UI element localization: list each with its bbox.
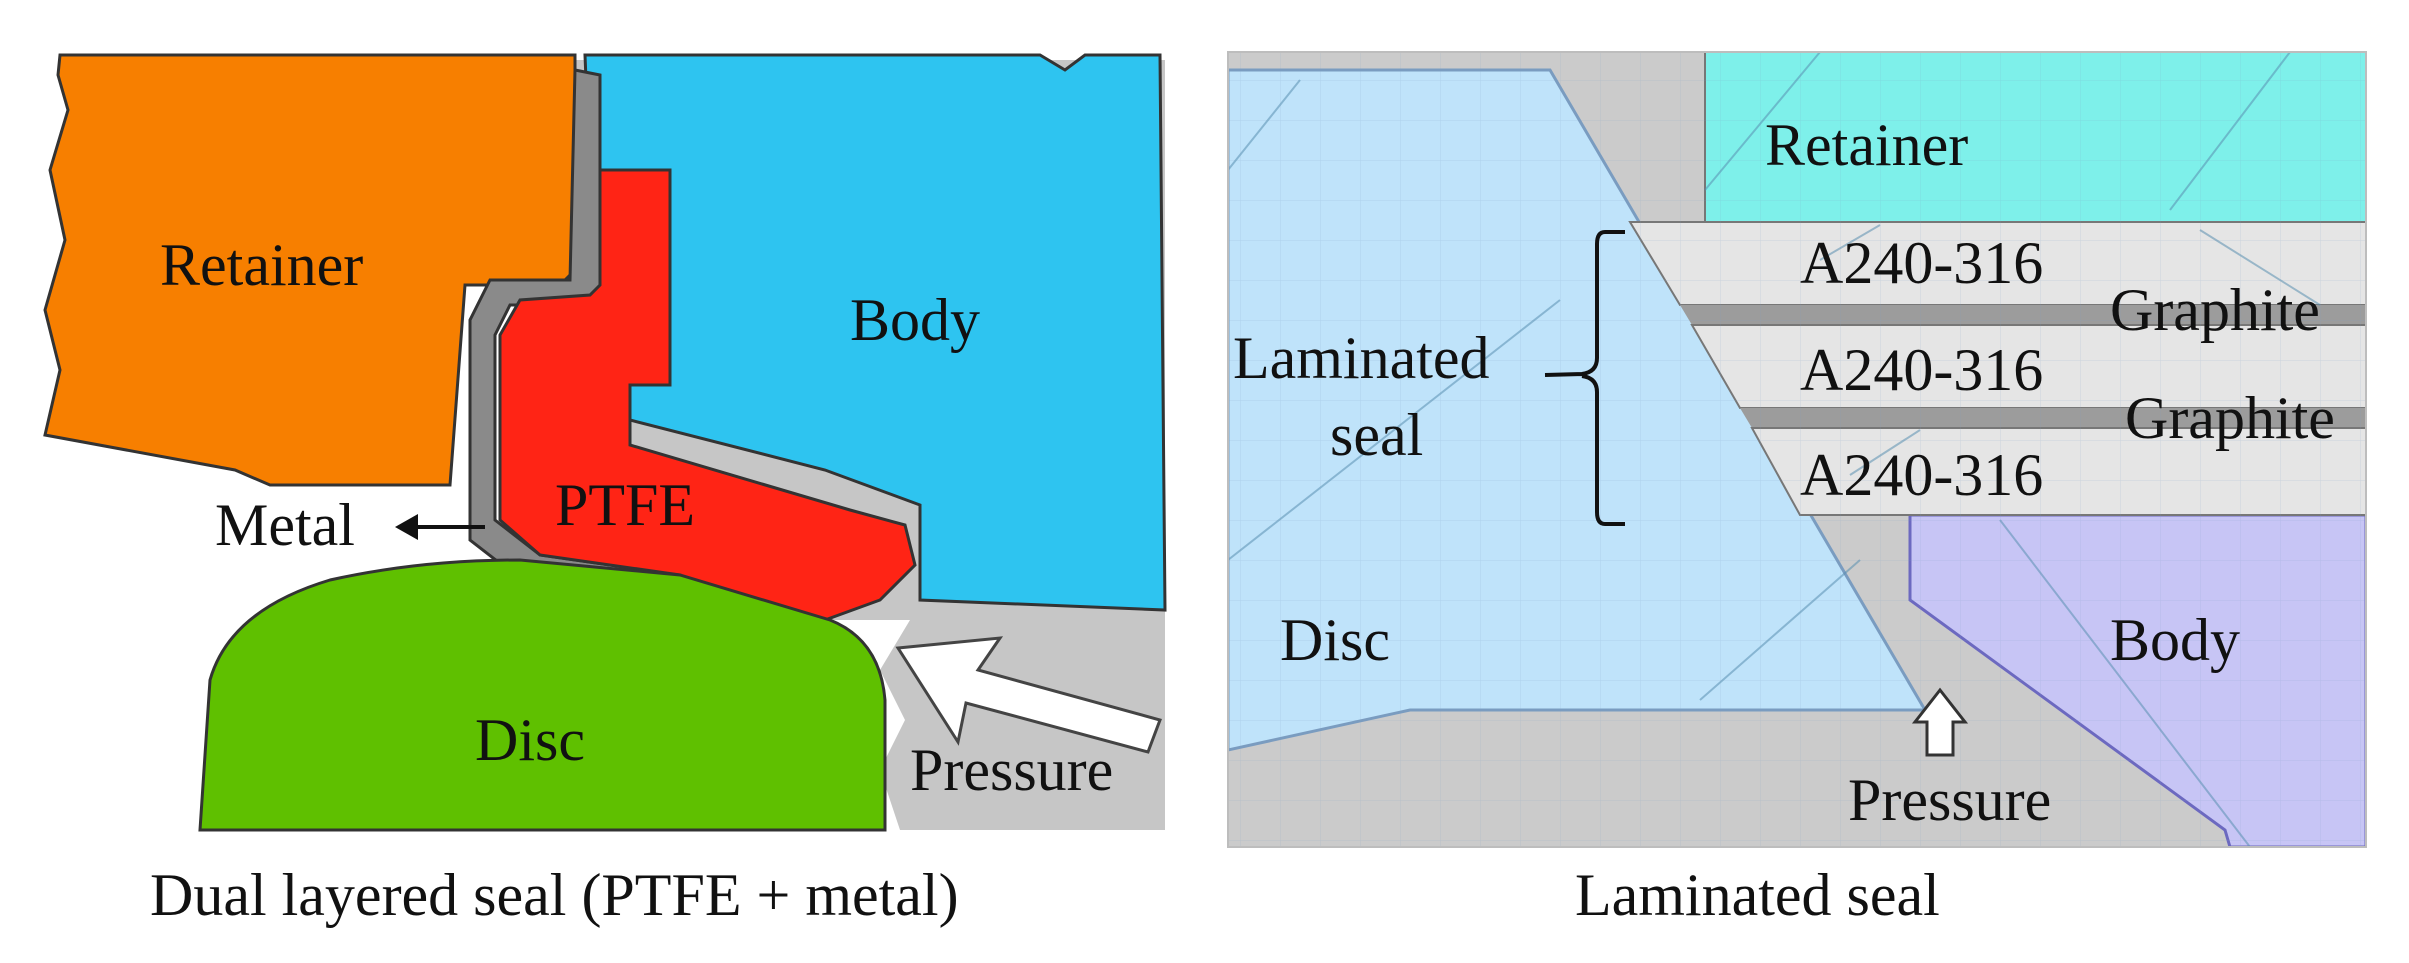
graphite-label-1: Graphite [2110, 277, 2320, 343]
left-retainer-part [43, 53, 577, 487]
left-disc-part [198, 558, 887, 832]
right-caption: Laminated seal [1575, 862, 1940, 928]
right-pressure-label: Pressure [1848, 767, 2051, 833]
left-panel: Retainer Body PTFE Metal Disc Pressure D… [43, 53, 1167, 928]
left-retainer-label: Retainer [160, 232, 363, 298]
left-body-label: Body [850, 287, 980, 353]
right-pressure-arrow [1911, 687, 1969, 757]
metal-label: Metal [215, 492, 355, 558]
laminated-label-line2: seal [1330, 402, 1423, 468]
right-body-label: Body [2110, 607, 2240, 673]
steel-label-3: A240-316 [1800, 442, 2043, 508]
right-panel-frame [1227, 51, 2367, 848]
laminated-brace [1544, 230, 1625, 526]
steel-label-2: A240-316 [1800, 337, 2043, 403]
ptfe-label: PTFE [555, 472, 695, 538]
left-pressure-label: Pressure [910, 737, 1113, 803]
right-disc-label: Disc [1280, 607, 1390, 673]
left-disc-label: Disc [475, 707, 585, 773]
steel-label-1: A240-316 [1800, 230, 2043, 296]
grid-overlay [1228, 52, 2366, 847]
graphite-label-2: Graphite [2125, 385, 2335, 451]
left-pressure-arrow [895, 636, 1162, 754]
right-retainer-label: Retainer [1765, 112, 1968, 178]
mesh-lines [1228, 52, 2321, 847]
laminated-label-line1: Laminated [1233, 325, 1490, 391]
metal-pointer-head [395, 514, 418, 540]
left-caption: Dual layered seal (PTFE + metal) [150, 862, 959, 928]
right-panel: Retainer A240-316 A240-316 A240-316 Grap… [1228, 52, 2366, 847]
